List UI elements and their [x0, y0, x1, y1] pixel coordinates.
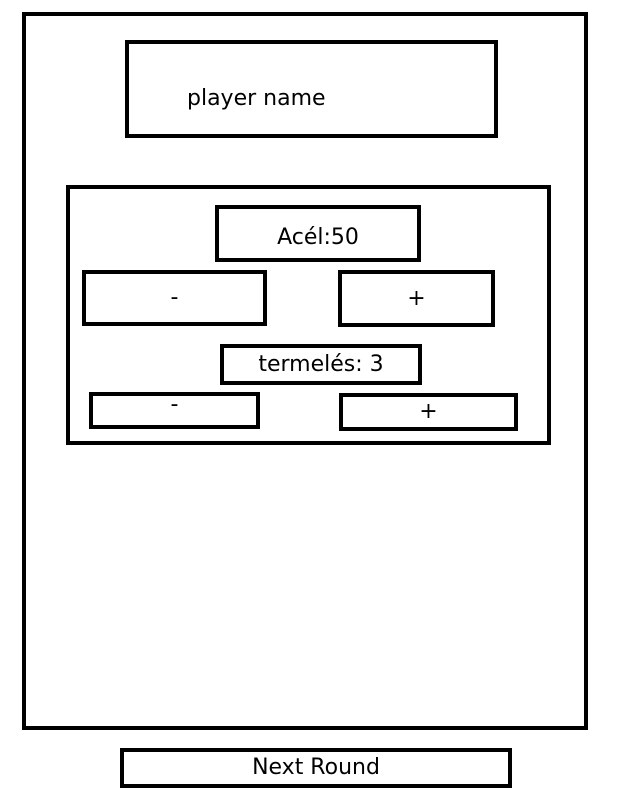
acel-increase-button[interactable]: + [338, 270, 495, 327]
termeles-value-box: termelés: 3 [220, 344, 422, 385]
acel-value-box: Acél:50 [215, 205, 421, 262]
player-name-box: player name [125, 40, 498, 138]
termeles-value-label: termelés: 3 [258, 351, 384, 377]
termeles-decrease-button[interactable]: - [89, 392, 260, 429]
termeles-decrease-label: - [170, 391, 179, 417]
next-round-button[interactable]: Next Round [120, 748, 512, 788]
player-name-label: player name [187, 86, 326, 111]
termeles-increase-label: + [419, 399, 438, 424]
acel-increase-label: + [407, 285, 426, 311]
acel-decrease-label: - [170, 285, 179, 310]
next-round-label: Next Round [252, 755, 380, 780]
acel-value-label: Acél:50 [277, 224, 359, 250]
acel-decrease-button[interactable]: - [82, 270, 267, 326]
termeles-increase-button[interactable]: + [339, 393, 518, 431]
